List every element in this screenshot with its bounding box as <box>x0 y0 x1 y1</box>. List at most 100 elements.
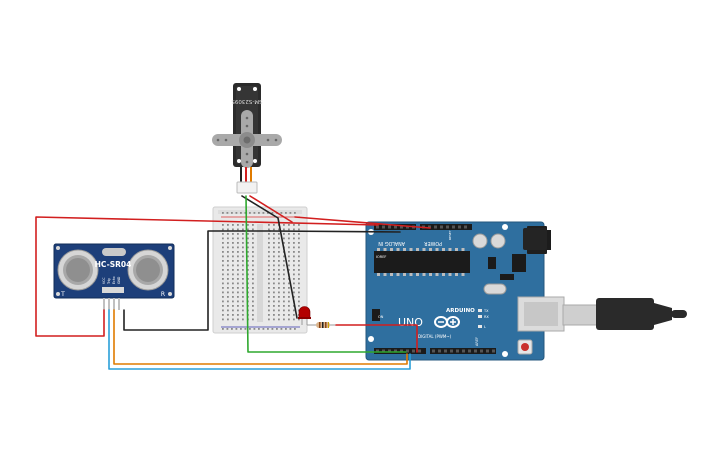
servo-horn[interactable] <box>212 110 282 168</box>
breadboard-hole <box>222 305 224 307</box>
breadboard-hole <box>288 296 290 298</box>
breadboard-hole <box>247 237 249 240</box>
chip-pin <box>403 248 406 251</box>
breadboard-hole <box>227 305 229 307</box>
breadboard-hole <box>242 260 244 262</box>
resistor[interactable] <box>307 322 336 328</box>
breadboard-hole <box>278 264 280 267</box>
breadboard-hole <box>252 273 254 276</box>
breadboard-hole <box>227 251 229 253</box>
ioref-label: IOREF <box>376 255 386 259</box>
wire-red-servo[interactable] <box>249 195 293 223</box>
breadboard-hole <box>252 287 254 289</box>
wire-red-led[interactable] <box>335 324 418 353</box>
breadboard-hole <box>268 273 270 276</box>
wire-orange-trig[interactable] <box>113 309 408 365</box>
breadboard-hole <box>222 291 224 294</box>
header-pin <box>400 349 403 353</box>
breadboard-hole <box>283 296 285 298</box>
breadboard[interactable] <box>212 206 308 334</box>
breadboard-hole <box>227 291 229 294</box>
breadboard-hole <box>283 260 285 262</box>
wire-red-rail[interactable] <box>294 216 431 229</box>
breadboard-hole <box>222 237 224 240</box>
breadboard-hole <box>278 291 280 294</box>
rail-hole <box>249 328 251 330</box>
servo-connector <box>236 181 258 194</box>
wire-black-sensor-gnd[interactable] <box>123 230 271 331</box>
power-header-label: POWER <box>424 240 442 246</box>
chip-pin <box>435 273 439 276</box>
reset-button[interactable] <box>517 339 533 355</box>
header-pin <box>492 349 495 353</box>
breadboard-hole <box>268 242 270 244</box>
breadboard-hole <box>247 224 249 226</box>
wire-blue-echo[interactable] <box>108 309 411 370</box>
breadboard-hole <box>288 314 290 316</box>
icsp-header <box>372 309 380 321</box>
rail-hole <box>271 328 274 330</box>
rail-hole <box>280 212 283 214</box>
breadboard-hole <box>293 282 295 285</box>
breadboard-hole <box>283 233 285 235</box>
chip-pin <box>429 248 432 251</box>
breadboard-hole <box>227 296 229 298</box>
rail-hole <box>253 328 256 330</box>
breadboard-hole <box>293 260 295 262</box>
breadboard-hole <box>247 278 249 280</box>
header-pin <box>486 349 489 353</box>
breadboard-hole <box>232 269 234 271</box>
sensor-r-mark: R <box>161 291 165 298</box>
wire-black-servo[interactable] <box>241 195 298 319</box>
breadboard-hole <box>298 251 300 253</box>
breadboard-hole <box>268 260 270 262</box>
tx-label: TX <box>483 309 489 313</box>
breadboard-hole <box>237 278 239 280</box>
breadboard-hole <box>298 296 300 298</box>
wire-green-servo-signal[interactable] <box>245 195 407 353</box>
breadboard-hole <box>237 314 239 316</box>
breadboard-hole <box>227 278 229 280</box>
breadboard-hole <box>222 242 224 244</box>
breadboard-hole <box>237 255 239 258</box>
wire-red-sensor-vcc[interactable] <box>35 216 379 337</box>
breadboard-hole <box>293 242 295 244</box>
chip-pin <box>377 248 380 251</box>
digital-header[interactable] <box>374 348 496 354</box>
breadboard-hole <box>237 233 239 235</box>
red-led[interactable] <box>298 306 311 325</box>
breadboard-hole <box>278 314 280 316</box>
breadboard-hole <box>222 282 224 285</box>
breadboard-hole <box>273 309 275 312</box>
chip-pin <box>455 248 458 251</box>
atmega-chip <box>374 251 470 273</box>
header-pin <box>376 225 379 229</box>
pin-label-gnd: GND <box>117 276 121 284</box>
breadboard-hole <box>242 251 244 253</box>
usb-cable[interactable] <box>562 298 687 330</box>
arduino-uno-board[interactable]: IOREF ANALOG IN POWER UNO ARDUINO TX RX … <box>365 221 687 361</box>
breadboard-hole <box>288 291 290 294</box>
breadboard-hole <box>293 246 295 249</box>
servo-motor[interactable]: SM-S2309S <box>212 83 282 194</box>
breadboard-hole <box>278 282 280 285</box>
ultrasonic-sensor[interactable]: HC-SR04 T R VCC Trig Echo GND <box>53 243 175 310</box>
crystal-oscillator <box>102 248 126 256</box>
breadboard-hole <box>222 269 224 271</box>
wire-black-ground[interactable] <box>269 230 401 233</box>
chip-pin <box>422 248 426 251</box>
breadboard-hole <box>232 318 234 321</box>
header-pin <box>418 349 421 353</box>
breadboard-hole <box>268 228 270 231</box>
breadboard-hole <box>227 246 229 249</box>
breadboard-hole <box>283 237 285 240</box>
breadboard-hole <box>252 237 254 240</box>
breadboard-hole <box>298 233 300 235</box>
chip-pin <box>448 273 452 276</box>
breadboard-hole <box>227 309 229 312</box>
breadboard-hole <box>232 264 234 267</box>
chip-pin <box>461 248 465 251</box>
breadboard-hole <box>278 237 280 240</box>
breadboard-hole <box>293 296 295 298</box>
breadboard-hole <box>252 300 254 303</box>
